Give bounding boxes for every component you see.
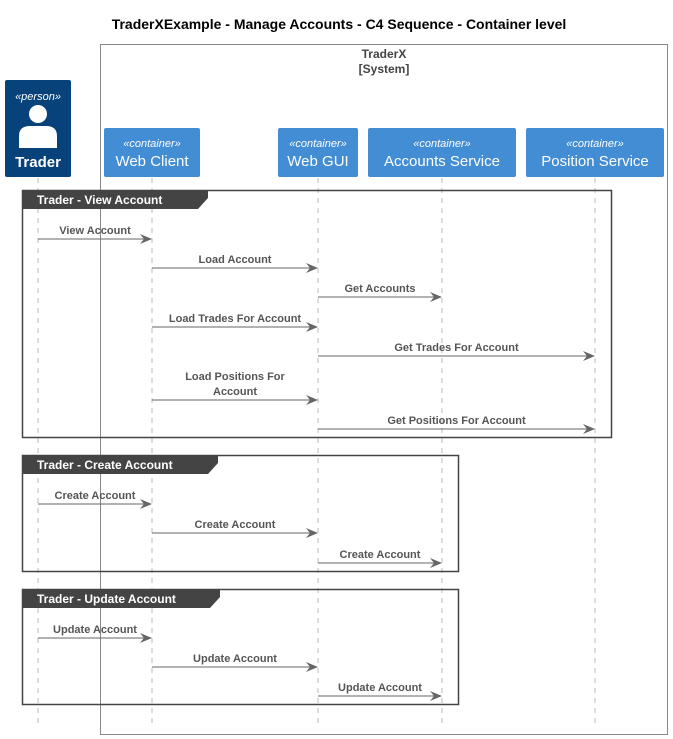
group-border [21, 588, 460, 706]
system-name: TraderX [362, 47, 407, 61]
container-box [278, 128, 358, 177]
participant-name: Accounts Service [384, 153, 500, 170]
group-border [21, 189, 613, 439]
participant-stereotype: «container» [289, 138, 347, 150]
message-label: Update Account [338, 682, 422, 694]
message-label: Create Account [340, 549, 421, 561]
container-box [526, 128, 664, 177]
participant-name: Web GUI [287, 153, 348, 170]
message-label: Load Positions For [185, 371, 285, 383]
system-type: [System] [359, 62, 410, 76]
group-label: Trader - Update Account [37, 592, 176, 606]
participant-stereotype: «person» [15, 91, 61, 103]
message[interactable]: Load Account [152, 254, 318, 273]
message[interactable]: View Account [38, 225, 152, 244]
message-label: Load Trades For Account [169, 313, 302, 325]
message[interactable]: Update Account [38, 624, 152, 643]
message[interactable]: Get Trades For Account [318, 342, 595, 361]
container-box [104, 128, 200, 177]
group-label: Trader - Create Account [37, 458, 173, 472]
message[interactable]: Get Accounts [318, 283, 442, 302]
message[interactable]: Create Account [152, 519, 318, 538]
participant-web-gui[interactable]: «container» Web GUI [278, 128, 358, 177]
message-label: Create Account [195, 519, 276, 531]
group-label: Trader - View Account [37, 193, 162, 207]
message[interactable]: Load Trades For Account [152, 313, 318, 332]
message-label: Account [213, 386, 257, 398]
participant-name: Web Client [115, 153, 189, 170]
container-box [368, 128, 516, 177]
participant-stereotype: «container» [123, 138, 181, 150]
participant-stereotype: «container» [413, 138, 471, 150]
message[interactable]: Create Account [318, 549, 442, 568]
group-header-tab [22, 455, 218, 474]
message[interactable]: Create Account [38, 490, 152, 509]
group-header-tab [22, 589, 220, 608]
message[interactable]: Get Positions For Account [318, 415, 595, 434]
message-label: Update Account [193, 653, 277, 665]
group-header-tab [22, 190, 208, 209]
participant-stereotype: «container» [566, 138, 624, 150]
lifelines [37, 178, 596, 725]
message-label: Load Account [199, 254, 272, 266]
participant-name: Position Service [541, 153, 649, 170]
message[interactable]: Update Account [318, 682, 442, 701]
message-label: Get Trades For Account [394, 342, 519, 354]
message-label: Get Accounts [344, 283, 415, 295]
message[interactable]: Update Account [152, 653, 318, 672]
group-border [21, 454, 460, 573]
diagram-title: TraderXExample - Manage Accounts - C4 Se… [112, 16, 567, 32]
participant-name: Trader [15, 154, 61, 171]
message-label: View Account [59, 225, 131, 237]
message-label: Update Account [53, 624, 137, 636]
person-icon [19, 105, 57, 148]
participant-position-service[interactable]: «container» Position Service [526, 128, 664, 177]
participant-web-client[interactable]: «container» Web Client [104, 128, 200, 177]
message-label: Get Positions For Account [387, 415, 526, 427]
participant-trader[interactable]: «person» Trader [5, 80, 71, 177]
message-label: Create Account [55, 490, 136, 502]
participant-accounts-service[interactable]: «container» Accounts Service [368, 128, 516, 177]
system-boundary [100, 44, 668, 735]
